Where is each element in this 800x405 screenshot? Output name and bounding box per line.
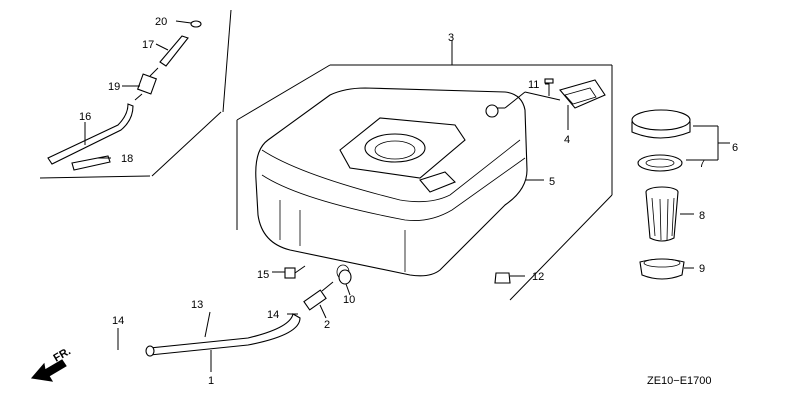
fuel-filter <box>134 67 159 101</box>
callout-13: 13 <box>191 299 203 311</box>
sealing-washer <box>338 269 352 285</box>
callout-18: 18 <box>121 153 133 165</box>
fuel-gauge <box>485 79 606 118</box>
callout-3: 3 <box>448 32 454 44</box>
hose-clip <box>190 20 202 28</box>
callout-16: 16 <box>79 111 91 123</box>
callout-4: 4 <box>564 134 570 146</box>
drawing-code: ZE10−E1700 <box>647 375 712 387</box>
callout-11: 11 <box>528 79 539 91</box>
fuel-cock <box>303 281 334 311</box>
front-direction-arrow <box>30 359 67 382</box>
callout-2: 2 <box>324 319 330 331</box>
callout-17: 17 <box>142 39 154 51</box>
callout-1: 1 <box>208 375 214 387</box>
tank-assembly-frame <box>236 64 613 301</box>
callout-12: 12 <box>532 271 544 283</box>
callout-10: 10 <box>343 294 355 306</box>
fuel-tube <box>145 313 301 357</box>
callout-labels: 1 2 3 4 5 6 7 8 9 10 11 12 13 14 14 15 1… <box>79 16 738 387</box>
callout-20: 20 <box>155 16 167 28</box>
callout-19: 19 <box>108 81 120 93</box>
fuel-strainer <box>645 186 679 242</box>
drain-bolt <box>284 265 306 279</box>
hose-assembly-frame <box>39 9 232 179</box>
callout-7: 7 <box>699 158 705 170</box>
callout-8: 8 <box>699 210 705 222</box>
fuel-cap <box>631 109 691 139</box>
front-marker-label: FR. <box>52 345 73 364</box>
callout-bracket-6 <box>686 125 730 161</box>
fuel-hose-upper <box>47 103 134 171</box>
fuel-hose-short <box>159 35 189 67</box>
callout-5: 5 <box>549 176 555 188</box>
callout-6: 6 <box>732 142 738 154</box>
callout-14-right: 14 <box>267 309 279 321</box>
cap-gasket <box>637 154 683 172</box>
nut <box>494 272 511 284</box>
leader-lines <box>84 20 694 372</box>
callout-15: 15 <box>257 269 269 281</box>
callout-9: 9 <box>699 263 705 275</box>
callout-14-left: 14 <box>112 315 124 327</box>
strainer-collar <box>639 258 685 280</box>
fuel-tank <box>255 87 528 280</box>
gauge-screw <box>544 78 554 96</box>
